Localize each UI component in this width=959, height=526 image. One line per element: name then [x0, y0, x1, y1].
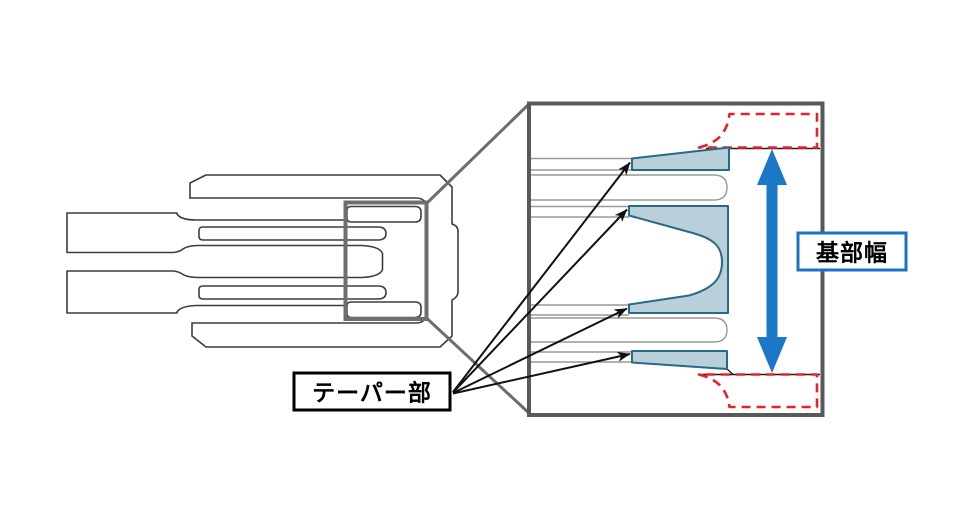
zoom-guide-line-top [425, 102, 531, 205]
taper-pointer-line [452, 208, 628, 394]
base-width-label: 基部幅 [796, 231, 908, 272]
original-base-outline-top [697, 112, 819, 149]
magnified-region-box [343, 200, 429, 321]
taper-label-text: テーパー部 [312, 380, 432, 406]
magnified-view-panel [527, 101, 825, 417]
original-base-outline-bottom [697, 373, 819, 409]
taper-region-middle [628, 205, 729, 314]
taper-label: テーパー部 [292, 371, 452, 412]
connector-body-outline [189, 174, 459, 348]
terminal-tip-top [346, 205, 422, 223]
base-width-label-text: 基部幅 [816, 240, 888, 266]
taper-region-bottom [631, 350, 728, 370]
taper-pointer-line [452, 351, 631, 395]
inner-terminal-strip-lower [198, 285, 387, 300]
connector-middle-terminal-and-pad-lower [66, 244, 384, 314]
panel-frame [527, 101, 825, 417]
connector-side-view [66, 102, 532, 416]
taper-pointer-line [452, 161, 631, 393]
inner-terminal-strip-upper [198, 226, 387, 241]
taper-pointer-line [452, 307, 628, 394]
taper-label-box [292, 371, 452, 412]
base-width-dimension-arrow [757, 149, 787, 373]
base-width-label-box [796, 231, 908, 272]
connector-pad-upper [66, 212, 363, 254]
taper-region-top [631, 146, 730, 171]
taper-edge-extension-line [726, 368, 734, 376]
taper-pointers [452, 161, 631, 395]
terminal-strip-lower [531, 317, 728, 343]
terminal-tip-bottom [346, 301, 422, 319]
terminal-strip-upper [531, 174, 728, 201]
